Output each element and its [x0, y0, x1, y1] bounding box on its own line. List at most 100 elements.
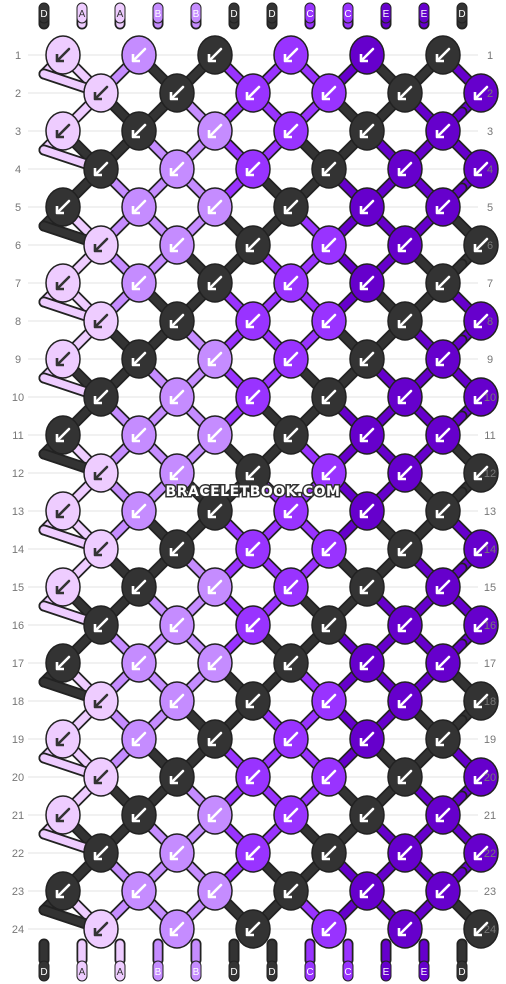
svg-text:B: B — [193, 967, 200, 978]
knot — [425, 643, 461, 683]
knot — [273, 415, 309, 455]
arrow-down-left-icon — [473, 85, 489, 101]
svg-text:D: D — [268, 967, 275, 978]
knot — [121, 719, 157, 759]
knot — [349, 643, 385, 683]
knot — [159, 377, 195, 417]
row-label-right: 24 — [484, 924, 496, 936]
knot — [273, 339, 309, 379]
knot — [463, 681, 499, 721]
knot — [83, 529, 119, 569]
strand-label-top: D — [456, 2, 468, 24]
knot — [159, 149, 195, 189]
knot — [311, 605, 347, 645]
arrow-down-left-icon — [131, 655, 147, 671]
knot — [83, 833, 119, 873]
knot — [463, 605, 499, 645]
arrow-down-left-icon — [473, 921, 489, 937]
knot — [387, 453, 423, 493]
knot — [463, 453, 499, 493]
arrow-down-left-icon — [359, 731, 375, 747]
arrow-down-left-icon — [207, 47, 223, 63]
arrow-down-left-icon — [131, 351, 147, 367]
arrow-down-left-icon — [435, 731, 451, 747]
row-label-right: 5 — [487, 202, 493, 214]
arrow-down-left-icon — [93, 237, 109, 253]
knot — [197, 567, 233, 607]
knot — [311, 757, 347, 797]
arrow-down-left-icon — [55, 655, 71, 671]
knot — [197, 491, 233, 531]
arrow-down-left-icon — [321, 465, 337, 481]
knot — [121, 871, 157, 911]
knot — [121, 35, 157, 75]
row-label-left: 12 — [12, 468, 24, 480]
strand-label-bottom: D — [228, 960, 240, 982]
arrow-down-left-icon — [397, 541, 413, 557]
arrow-down-left-icon — [169, 389, 185, 405]
knot — [235, 833, 271, 873]
strand-label-top: E — [380, 2, 392, 24]
svg-text:A: A — [117, 9, 124, 20]
arrow-down-left-icon — [473, 845, 489, 861]
row-label-right: 15 — [484, 582, 496, 594]
knot — [45, 339, 81, 379]
arrow-down-left-icon — [321, 389, 337, 405]
knot — [45, 795, 81, 835]
knot — [387, 529, 423, 569]
arrow-down-left-icon — [435, 123, 451, 139]
knot — [387, 73, 423, 113]
arrow-down-left-icon — [397, 921, 413, 937]
arrow-down-left-icon — [283, 123, 299, 139]
arrow-down-left-icon — [93, 845, 109, 861]
arrow-down-left-icon — [207, 503, 223, 519]
arrow-down-left-icon — [397, 161, 413, 177]
arrow-down-left-icon — [397, 693, 413, 709]
arrow-down-left-icon — [283, 731, 299, 747]
row-label-left: 22 — [12, 848, 24, 860]
strand-label-top: D — [266, 2, 278, 24]
arrow-down-left-icon — [283, 199, 299, 215]
arrow-down-left-icon — [321, 161, 337, 177]
arrow-down-left-icon — [131, 807, 147, 823]
knot — [311, 225, 347, 265]
row-label-right: 20 — [484, 772, 496, 784]
knot — [425, 491, 461, 531]
arrow-down-left-icon — [207, 351, 223, 367]
row-label-left: 13 — [12, 506, 24, 518]
knot-grid — [45, 35, 499, 949]
row-label-left: 16 — [12, 620, 24, 632]
knot — [349, 871, 385, 911]
arrow-down-left-icon — [169, 921, 185, 937]
svg-text:C: C — [344, 967, 351, 978]
arrow-down-left-icon — [397, 313, 413, 329]
knot — [45, 643, 81, 683]
svg-text:C: C — [306, 967, 313, 978]
arrow-down-left-icon — [169, 693, 185, 709]
arrow-down-left-icon — [397, 85, 413, 101]
strand-label-bottom: B — [152, 960, 164, 982]
arrow-down-left-icon — [245, 541, 261, 557]
knot — [387, 225, 423, 265]
arrow-down-left-icon — [321, 313, 337, 329]
row-label-right: 7 — [487, 278, 493, 290]
knot — [311, 377, 347, 417]
row-label-left: 2 — [15, 88, 21, 100]
arrow-down-left-icon — [359, 275, 375, 291]
arrow-down-left-icon — [359, 47, 375, 63]
knot — [197, 339, 233, 379]
arrow-down-left-icon — [359, 503, 375, 519]
row-label-right: 9 — [487, 354, 493, 366]
arrow-down-left-icon — [283, 275, 299, 291]
knot — [197, 871, 233, 911]
strand-label-top: D — [38, 2, 50, 24]
arrow-down-left-icon — [283, 503, 299, 519]
knot — [45, 111, 81, 151]
knot — [235, 301, 271, 341]
knot — [273, 719, 309, 759]
knot — [425, 339, 461, 379]
knot — [235, 605, 271, 645]
row-label-left: 4 — [15, 164, 21, 176]
arrow-down-left-icon — [473, 693, 489, 709]
